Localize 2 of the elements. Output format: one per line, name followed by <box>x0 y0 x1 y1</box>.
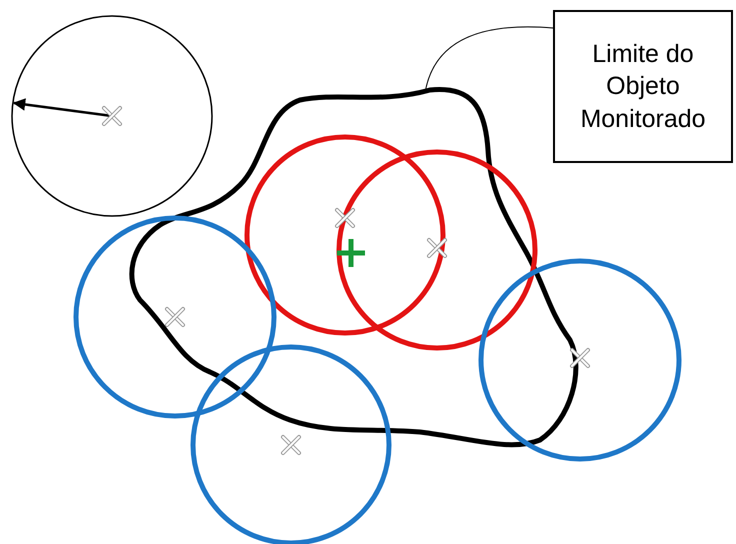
boundary-outline <box>129 86 578 448</box>
callout-label: Limite do Objeto Monitorado <box>553 10 733 163</box>
